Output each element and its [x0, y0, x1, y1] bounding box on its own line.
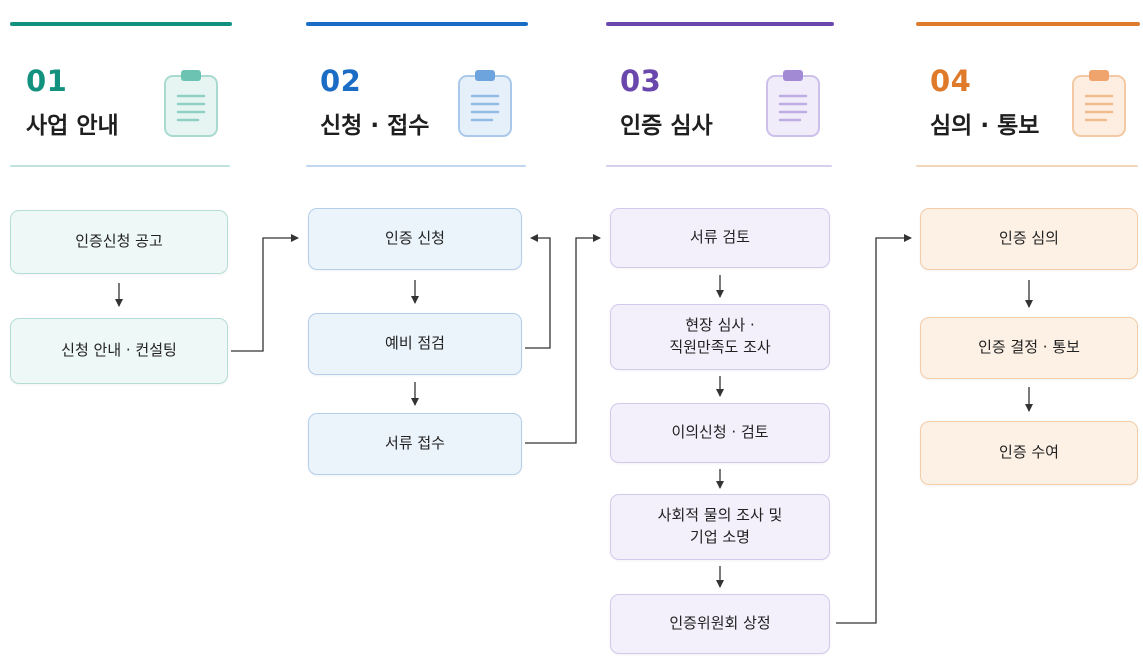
step-3-divider	[606, 165, 832, 167]
process-box-3-2: 현장 심사 · 직원만족도 조사	[610, 304, 830, 370]
step-4-top-bar	[916, 22, 1140, 26]
step-4-divider	[916, 165, 1138, 167]
process-box-4-2: 인증 결정 · 통보	[920, 317, 1138, 379]
step-2-divider	[306, 165, 526, 167]
process-box-3-5: 인증위원회 상정	[610, 594, 830, 654]
process-box-2-2: 예비 점검	[308, 313, 522, 375]
process-box-1-1: 인증신청 공고	[10, 210, 228, 274]
process-box-3-3: 이의신청 · 검토	[610, 403, 830, 463]
arrow-connector	[231, 234, 299, 352]
step-3-number: 03	[620, 64, 662, 98]
clipboard-icon	[458, 70, 512, 137]
process-box-4-1: 인증 심의	[920, 208, 1138, 270]
arrow-connector	[836, 234, 912, 624]
process-box-3-4: 사회적 물의 조사 및 기업 소명	[610, 494, 830, 560]
process-box-2-1: 인증 신청	[308, 208, 522, 270]
process-box-1-2: 신청 안내 · 컨설팅	[10, 318, 228, 384]
clipboard-icon	[766, 70, 820, 137]
process-box-2-3: 서류 접수	[308, 413, 522, 475]
step-2-number: 02	[320, 64, 362, 98]
arrow-connector	[525, 234, 601, 444]
step-2-top-bar	[306, 22, 528, 26]
clipboard-icon	[164, 70, 218, 137]
step-3-top-bar	[606, 22, 834, 26]
step-1-top-bar	[10, 22, 232, 26]
step-1-divider	[10, 165, 230, 167]
step-3-title: 인증 심사	[620, 113, 713, 139]
process-box-4-3: 인증 수여	[920, 421, 1138, 485]
step-4-title: 심의 · 통보	[930, 113, 1040, 139]
arrow-return-loop	[525, 234, 551, 349]
step-4-number: 04	[930, 64, 972, 98]
step-2-title: 신청 · 접수	[320, 113, 430, 139]
process-box-3-1: 서류 검토	[610, 208, 830, 268]
clipboard-icon	[1072, 70, 1126, 137]
step-1-title: 사업 안내	[26, 113, 119, 139]
step-1-number: 01	[26, 64, 68, 98]
